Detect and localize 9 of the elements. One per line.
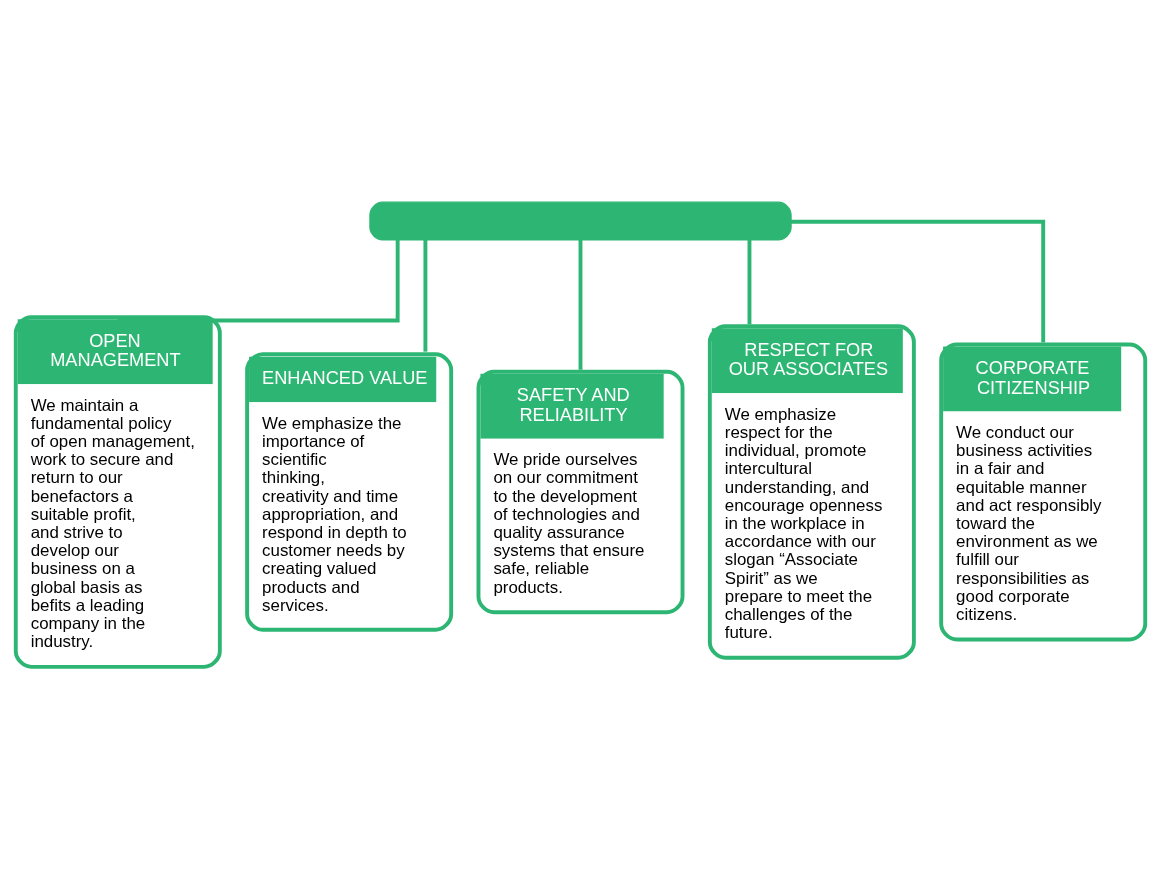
node-box [369,201,792,241]
node-box: SAFETY AND RELIABILITY We pride ourselves on our commitment to the development of technologies and quality assurance systems that ensure safe, reliable products. [476,369,685,615]
node-box: RESPECT FOR OUR ASSOCIATES We emphasize respect for the individual, promote intercultural understanding, and encourage openness in the workplace in accordance with our slogan “Associate Spirit” as we prepare to meet the challenges of the future. [707,324,916,660]
connector [578,239,583,370]
node-box: OPEN MANAGEMENT We maintain a fundamental policy of open management, work to secure and return to our benefactors a suitable profit, and strive to develop our business on a global basis as befits a leading company in the industry. [13,315,222,669]
connector [747,239,752,325]
connector [117,239,400,323]
node-box: CORPORATE CITIZENSHIP We conduct our business activities in a fair and equitable manner and act responsibly toward the environment as we fulfill our responsibilities as good corporate citizens. [939,342,1148,642]
connector [423,239,428,352]
